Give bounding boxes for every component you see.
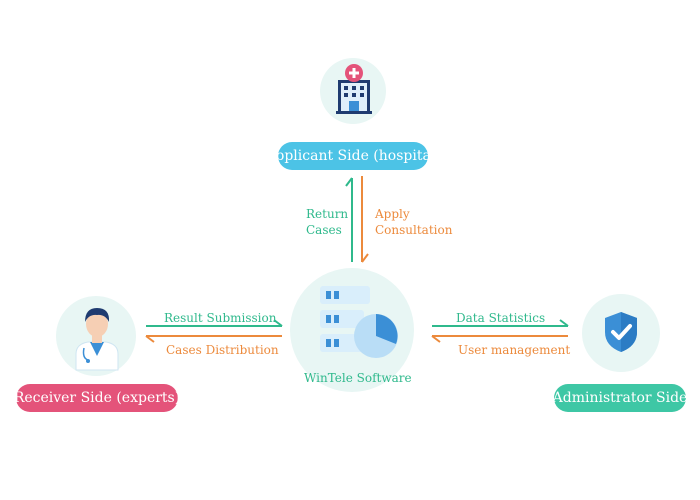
receiver-side-node: Receiver Side (experts) bbox=[13, 384, 181, 412]
user-management-label: User management bbox=[458, 343, 571, 357]
return-cases-line-1: Return bbox=[306, 207, 349, 221]
server-chart-icon bbox=[320, 286, 398, 358]
cases-distribution-label: Cases Distribution bbox=[166, 343, 279, 357]
center-node-label: WinTele Software bbox=[304, 371, 412, 385]
return-cases-label: Return Cases bbox=[306, 206, 348, 238]
doctor-icon bbox=[75, 308, 119, 371]
apply-consultation-arrow bbox=[361, 176, 369, 263]
hospital-icon bbox=[336, 64, 372, 114]
cases-distribution-arrow bbox=[145, 335, 282, 343]
administrator-side-label: Administrator Side bbox=[552, 390, 688, 406]
apply-consultation-line-2: Consultation bbox=[375, 223, 453, 237]
administrator-side-node: Administrator Side bbox=[552, 384, 688, 412]
result-submission-label: Result Submission bbox=[164, 311, 277, 325]
applicant-side-label: Applicant Side (hospital) bbox=[265, 148, 441, 164]
data-statistics-label: Data Statistics bbox=[456, 311, 546, 325]
return-cases-arrow bbox=[345, 177, 353, 262]
apply-consultation-label: Apply Consultation bbox=[375, 206, 452, 238]
applicant-side-node: Applicant Side (hospital) bbox=[265, 142, 441, 170]
apply-consultation-line-1: Apply bbox=[375, 207, 410, 221]
result-submission-arrow bbox=[146, 319, 283, 327]
data-statistics-arrow bbox=[432, 319, 569, 327]
user-management-arrow bbox=[431, 335, 568, 343]
shield-check-icon bbox=[605, 312, 637, 352]
receiver-side-label: Receiver Side (experts) bbox=[13, 390, 181, 406]
return-cases-line-2: Cases bbox=[306, 223, 342, 237]
